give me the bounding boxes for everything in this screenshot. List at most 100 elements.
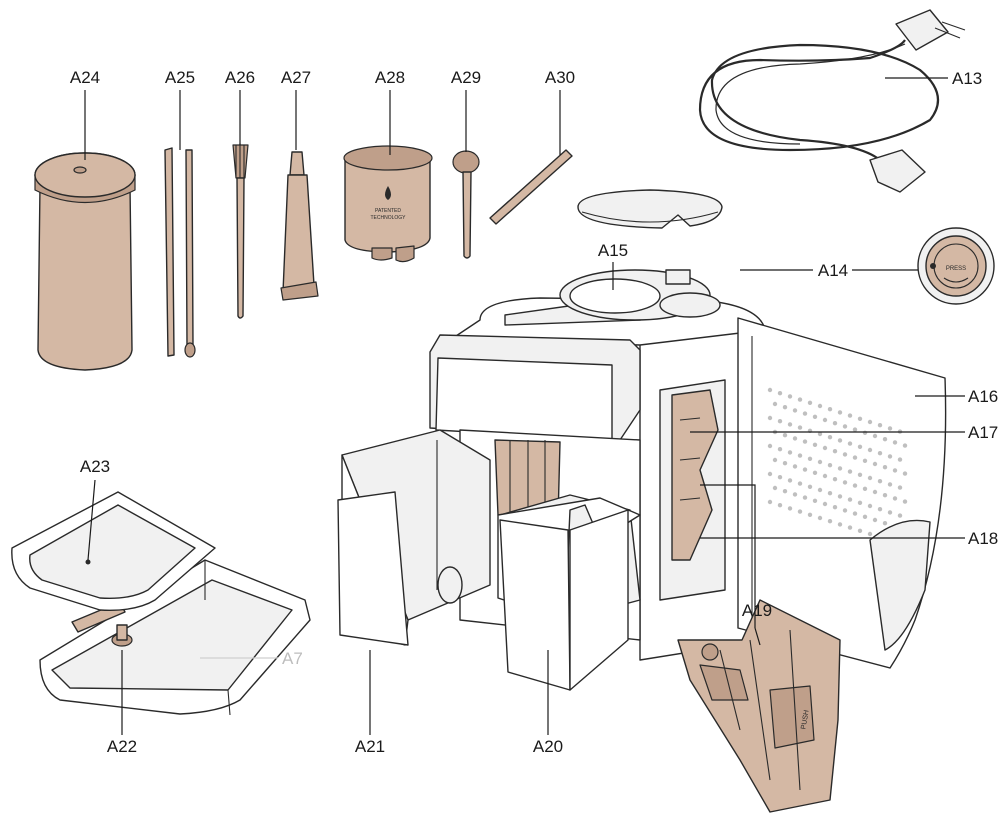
vent-dot (842, 480, 848, 485)
vent-dot (817, 459, 823, 465)
vent-dot (807, 400, 813, 405)
label-A18: A18 (968, 529, 998, 548)
vent-dot (857, 472, 863, 477)
vent-dot (777, 503, 783, 508)
vent-dot (817, 515, 823, 521)
vent-dot (872, 433, 878, 439)
dial-press-text: PRESS (946, 266, 966, 272)
vent-dot (842, 424, 848, 429)
vent-dot (832, 421, 838, 426)
vent-dot (782, 433, 788, 438)
drip-tray-assembly (11, 491, 311, 716)
filter-text-line2: TECHNOLOGY (370, 215, 406, 221)
label-A23: A23 (80, 457, 110, 476)
vent-dot (842, 452, 848, 457)
vent-dot (857, 528, 863, 533)
vent-dot (877, 479, 883, 484)
vent-dot (862, 486, 868, 491)
door-vent-dots (767, 387, 908, 546)
vent-dot (887, 454, 893, 459)
grounds-container-A20 (497, 494, 641, 691)
vent-dot (827, 463, 833, 468)
vent-dot (772, 457, 778, 463)
vent-dot (782, 461, 788, 466)
vent-dot (792, 408, 798, 413)
vent-dot (852, 455, 858, 460)
vent-dot (872, 461, 878, 467)
vent-dot (807, 456, 813, 461)
vent-dot (837, 410, 843, 415)
lid-part (577, 189, 723, 229)
vent-dot (777, 475, 783, 480)
vent-dot (862, 514, 868, 519)
vent-dot (847, 525, 853, 530)
vent-dot (872, 517, 878, 523)
tube-tools-A25 (164, 147, 196, 358)
vent-dot (877, 423, 883, 428)
vent-dot (792, 436, 798, 441)
brew-push-text: PUSH (800, 710, 810, 730)
filter-text-line1: PATENTED (375, 208, 401, 214)
vent-dot (777, 447, 783, 452)
vent-dot (887, 510, 893, 515)
label-A13: A13 (952, 69, 982, 88)
label-A24: A24 (70, 68, 100, 87)
vent-dot (802, 411, 808, 416)
vent-dot (777, 419, 783, 424)
label-A22: A22 (107, 737, 137, 756)
label-A26: A26 (225, 68, 255, 87)
vent-dot (832, 505, 838, 510)
vent-dot (882, 465, 888, 470)
water-tank-A21 (337, 429, 491, 646)
vent-dot (797, 397, 803, 402)
vent-dot (767, 387, 773, 393)
vent-dot (857, 444, 863, 449)
vent-dot (847, 469, 853, 474)
vent-dot (897, 457, 903, 462)
vent-dot (862, 458, 868, 463)
vent-dot (817, 403, 823, 409)
vent-dot (812, 498, 818, 503)
label-A28: A28 (375, 68, 405, 87)
vent-dot (902, 443, 908, 448)
vent-dot (792, 492, 798, 497)
vent-dot (767, 415, 773, 421)
vent-dot (827, 435, 833, 440)
vent-dot (802, 439, 808, 444)
vent-dot (792, 464, 798, 469)
power-cord-A13 (698, 9, 966, 193)
vent-dot (822, 445, 828, 451)
vent-dot (842, 508, 848, 513)
vent-dot (812, 442, 818, 447)
label-A29: A29 (451, 68, 481, 87)
vent-dot (822, 473, 828, 479)
test-strip-A30 (489, 149, 573, 225)
side-door-A16 (737, 317, 947, 669)
vent-dot (852, 427, 858, 432)
vent-dot (797, 481, 803, 486)
vent-dot (902, 499, 908, 504)
vent-dot (822, 417, 828, 423)
vent-dot (862, 430, 868, 435)
vent-dot (812, 470, 818, 475)
vent-dot (802, 467, 808, 472)
vent-dot (772, 485, 778, 491)
vent-dot (857, 416, 863, 421)
vent-dot (767, 471, 773, 477)
container-A24 (34, 152, 136, 371)
vent-dot (847, 413, 853, 418)
label-A19: A19 (742, 601, 772, 620)
vent-dot (867, 503, 873, 509)
vent-dot (822, 501, 828, 507)
leader-lines (84, 77, 965, 735)
vent-dot (787, 506, 793, 511)
vent-dot (847, 441, 853, 446)
label-A21: A21 (355, 737, 385, 756)
label-A30: A30 (545, 68, 575, 87)
vent-dot (802, 495, 808, 500)
vent-dot (832, 477, 838, 482)
vent-dot (847, 497, 853, 502)
vent-dot (782, 405, 788, 410)
vent-dot (882, 493, 888, 498)
